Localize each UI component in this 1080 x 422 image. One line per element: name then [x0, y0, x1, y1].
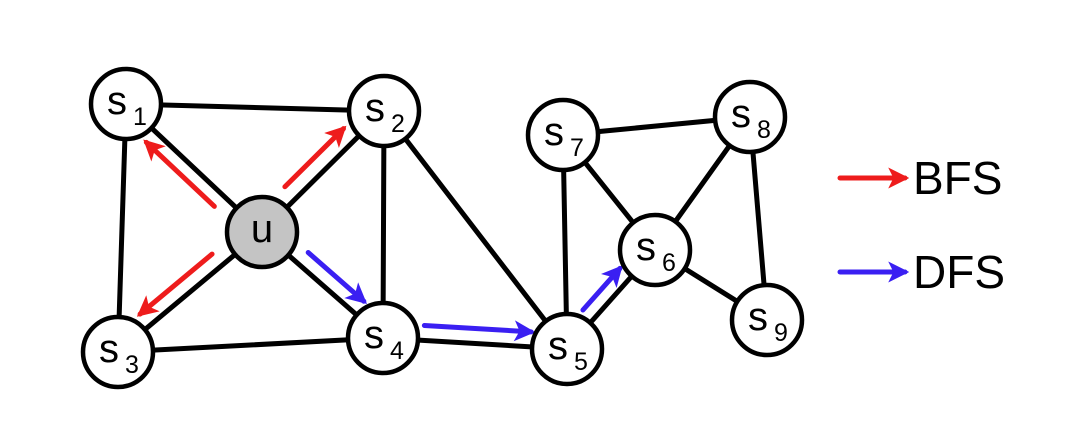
dfs-arrow-s4-s5 — [421, 320, 536, 342]
edge-s2-s4 — [380, 108, 387, 341]
node-subscript-s9: 9 — [774, 319, 788, 347]
node-label-s2: s — [365, 86, 385, 130]
node-circle-s6 — [617, 212, 693, 288]
edge-s1-s3 — [115, 101, 129, 355]
node-label-s1: s — [107, 79, 127, 123]
node-subscript-s4: 4 — [390, 337, 404, 365]
node-subscript-s6: 6 — [662, 249, 676, 277]
dfs-arrow-u-s4 — [305, 250, 368, 305]
bfs-arrow-u-s3 — [136, 251, 215, 317]
legend: BFS DFS — [837, 152, 1005, 298]
node-subscript-s2: 2 — [391, 110, 405, 138]
node-circle-s5 — [529, 311, 605, 387]
node-label-s5: s — [548, 324, 568, 368]
legend-dfs: DFS — [837, 246, 1005, 298]
node-circle-u — [224, 194, 300, 270]
legend-dfs-label: DFS — [913, 246, 1005, 298]
traversal-arrows — [136, 125, 623, 342]
node-subscript-s3: 3 — [125, 351, 139, 379]
node-label-s8: s — [731, 92, 751, 136]
node-circle-s3 — [80, 314, 156, 390]
node-subscript-s5: 5 — [574, 348, 588, 376]
node-circle-s7 — [525, 97, 601, 173]
edge-s3-s4 — [115, 335, 386, 355]
bfs-arrow-u-s1 — [143, 139, 217, 209]
node-label-s7: s — [544, 110, 564, 154]
node-label-s4: s — [364, 313, 384, 357]
node-circle-s2 — [346, 73, 422, 149]
legend-bfs-label: BFS — [913, 152, 1002, 204]
node-u: u — [224, 194, 300, 270]
bfs-arrow-u-s2 — [282, 125, 347, 190]
node-circle-s1 — [88, 66, 164, 142]
node-subscript-s8: 8 — [757, 116, 771, 144]
edge-s2-s5 — [381, 108, 570, 352]
node-subscript-s7: 7 — [570, 134, 584, 162]
node-subscript-s1: 1 — [133, 103, 147, 131]
legend-bfs: BFS — [837, 152, 1002, 204]
node-label-s6: s — [636, 225, 656, 269]
dfs-arrow-s5-s6 — [580, 265, 623, 313]
node-circle-s9 — [729, 282, 805, 358]
node-circle-s4 — [345, 300, 421, 376]
node-label-s3: s — [99, 327, 119, 371]
node-label-u: u — [251, 207, 273, 251]
node-label-s9: s — [748, 295, 768, 339]
node-circle-s8 — [712, 79, 788, 155]
edge-s1-s2 — [123, 101, 387, 114]
